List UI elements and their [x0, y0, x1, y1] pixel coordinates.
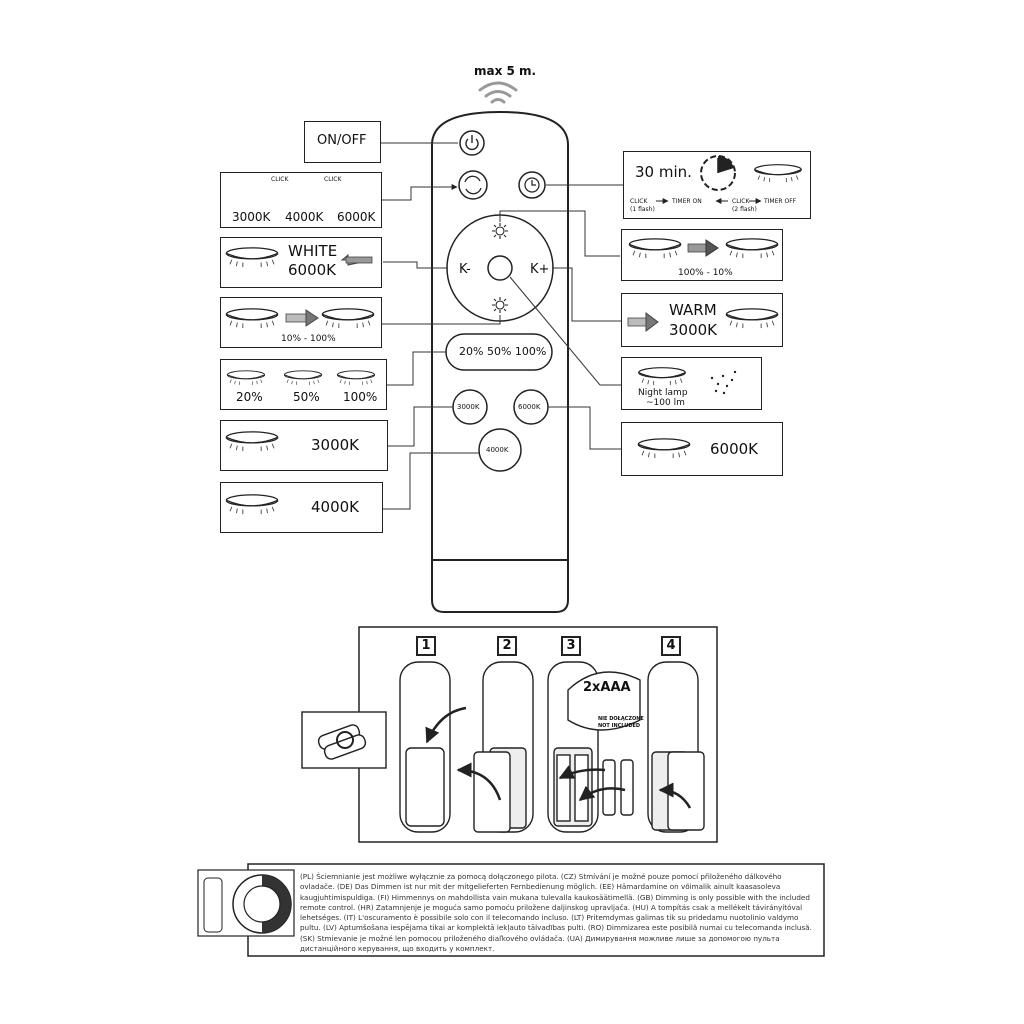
callout-6000: 6000K [621, 422, 783, 476]
cycle-label-1: 3000K [232, 210, 271, 224]
step-number-4: 4 [661, 636, 681, 656]
cycle-label-2: 4000K [285, 210, 324, 224]
cycle-button [458, 170, 488, 200]
brighten-range: 10% - 100% [281, 334, 336, 344]
timer-duration: 30 min. [635, 163, 692, 181]
sun-down-icon [492, 297, 508, 313]
white-line1: WHITE [288, 242, 338, 260]
callout-onoff: ON/OFF [304, 121, 381, 163]
step-illustrations [301, 661, 705, 833]
callout-levels: 20% 50% 100% [220, 359, 387, 410]
sun-up-icon [492, 223, 508, 239]
timer-clock-icon [700, 155, 736, 191]
dim-range: 100% - 10% [678, 268, 733, 278]
timer-flash1: (1 flash) [630, 206, 655, 213]
cycle-tag-2: CLICK [324, 176, 342, 183]
battery-count: 2xAAA [583, 680, 631, 695]
callout-dim: 100% - 10% [621, 229, 783, 281]
preset-4000-text: 4000K [311, 498, 360, 516]
warm-line1: WARM [669, 301, 717, 319]
night-sky-icon [710, 370, 752, 395]
remote-control [431, 110, 569, 613]
battery-note-1: NIE DOŁĄCZONE [598, 716, 644, 722]
preset-4000-label: 4000K [486, 446, 509, 454]
step-number-2: 2 [497, 636, 517, 656]
cycle-tag-1: CLICK [271, 176, 289, 183]
step-number-1: 1 [416, 636, 436, 656]
dimmer-dial-icon [232, 874, 292, 934]
callout-cycle: CLICK CLICK 3000K 4000K 6000K [220, 172, 382, 228]
callout-white: WHITE 6000K [220, 237, 382, 288]
callout-4000: 4000K [220, 482, 383, 533]
callout-3000: 3000K [220, 420, 388, 471]
preset-4000-button [478, 428, 522, 472]
step-number-3: 3 [561, 636, 581, 656]
onoff-label: ON/OFF [317, 133, 367, 148]
warm-line2: 3000K [669, 321, 718, 339]
preset-6000-text: 6000K [710, 440, 759, 458]
range-label: max 5 m. [474, 64, 537, 78]
battery-note-2: NOT INCLUDED [598, 723, 641, 729]
night-line2: ~100 lm [646, 398, 685, 408]
k-minus-label: K- [459, 262, 471, 277]
night-line1: Night lamp [638, 388, 688, 398]
white-line2: 6000K [288, 261, 337, 279]
preset-3000-label: 3000K [457, 403, 480, 411]
callout-night: Night lamp ~100 lm [621, 357, 762, 410]
callout-warm: WARM 3000K [621, 293, 783, 347]
callout-timer: 30 min. CLICK (1 flash) TIMER ON CLICK (… [623, 151, 811, 219]
level-label-3: 100% [343, 390, 378, 404]
timer-off: TIMER OFF [764, 198, 797, 205]
preset-3000-text: 3000K [311, 436, 360, 454]
legal-box [247, 863, 825, 957]
level-label-2: 50% [293, 390, 320, 404]
preset-6000-label: 6000K [518, 403, 541, 411]
k-plus-label: K+ [530, 262, 550, 277]
timer-click1: CLICK [630, 198, 648, 205]
timer-flash2: (2 flash) [732, 206, 757, 213]
timer-click2: CLICK [732, 198, 750, 205]
level-label-1: 20% [236, 390, 263, 404]
night-button [487, 255, 513, 281]
timer-on: TIMER ON [672, 198, 702, 205]
cycle-label-3: 6000K [337, 210, 376, 224]
signal-icon [478, 81, 518, 104]
legal-text: (PL) Ściemnianie jest możliwe wyłącznie … [300, 872, 812, 954]
dimmer-levels-label: 20% 50% 100% [459, 345, 547, 358]
callout-brighten: 10% - 100% [220, 297, 382, 348]
